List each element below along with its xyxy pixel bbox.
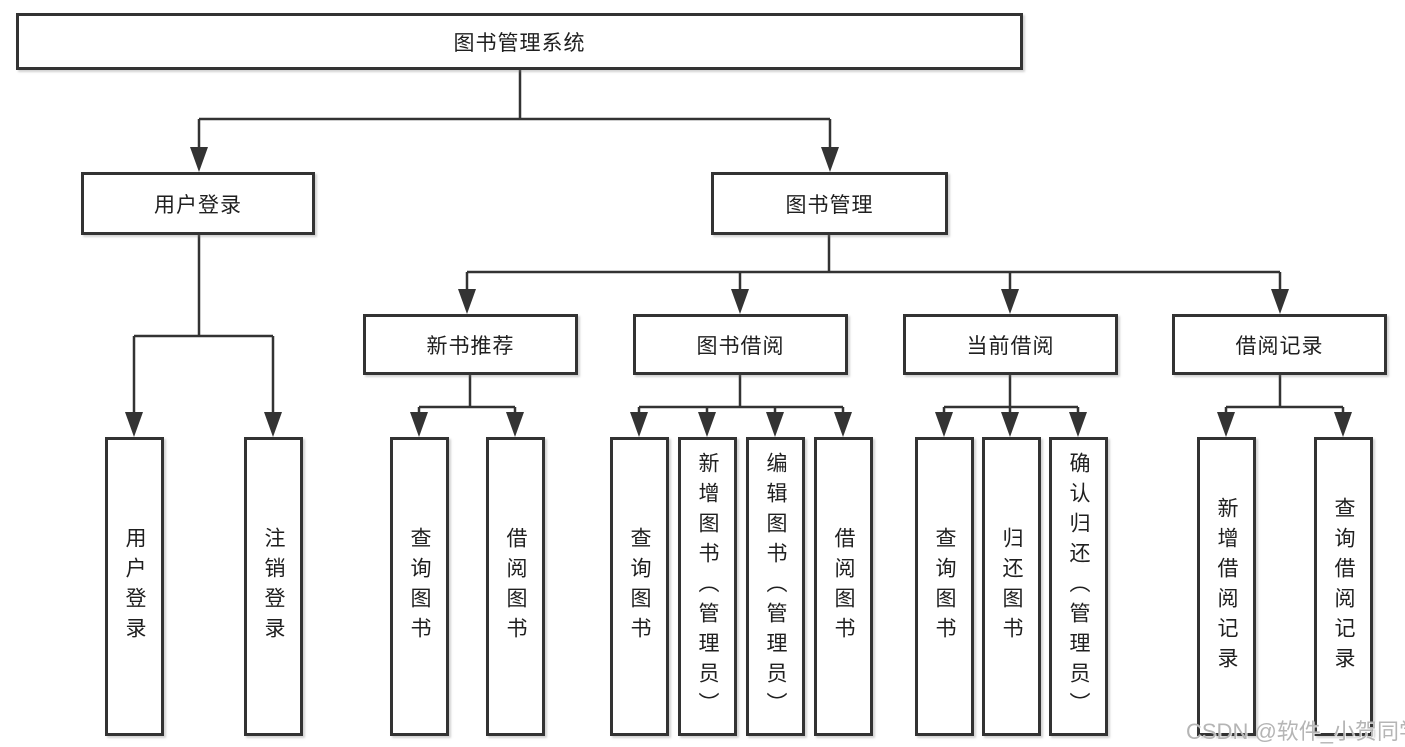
leaf-query-books-2: 查询图书 (610, 437, 669, 736)
leaf-query-borrow-record-label: 查询借阅记录 (1332, 496, 1355, 677)
leaf-add-book-admin-label: 新增图书（管理员） (696, 451, 719, 722)
node-root: 图书管理系统 (16, 13, 1023, 70)
leaf-borrow-books-2: 借阅图书 (814, 437, 873, 736)
leaf-user-login: 用户登录 (105, 437, 164, 736)
node-book-borrowing: 图书借阅 (633, 314, 848, 375)
node-new-book-recommend: 新书推荐 (363, 314, 578, 375)
leaf-query-books-1-label: 查询图书 (408, 526, 431, 647)
leaf-logout: 注销登录 (244, 437, 303, 736)
node-new-book-recommend-label: 新书推荐 (426, 334, 515, 358)
leaf-query-books-3-label: 查询图书 (933, 526, 956, 647)
node-book-management-label: 图书管理 (785, 193, 874, 217)
node-user-login-label: 用户登录 (154, 193, 242, 217)
node-root-label: 图书管理系统 (453, 31, 586, 55)
leaf-query-books-1: 查询图书 (390, 437, 449, 736)
leaf-logout-label: 注销登录 (262, 526, 285, 647)
leaf-query-books-2-label: 查询图书 (628, 526, 651, 647)
leaf-edit-book-admin: 编辑图书（管理员） (746, 437, 805, 736)
leaf-return-books-label: 归还图书 (1000, 526, 1023, 647)
leaf-user-login-label: 用户登录 (123, 526, 146, 647)
leaf-add-borrow-record-label: 新增借阅记录 (1215, 496, 1238, 677)
leaf-borrow-books-1-label: 借阅图书 (504, 526, 527, 647)
leaf-edit-book-admin-label: 编辑图书（管理员） (764, 451, 787, 722)
node-book-borrowing-label: 图书借阅 (696, 334, 785, 358)
node-user-login: 用户登录 (81, 172, 315, 235)
leaf-query-borrow-record: 查询借阅记录 (1314, 437, 1373, 736)
leaf-borrow-books-2-label: 借阅图书 (832, 526, 855, 647)
node-current-borrowing-label: 当前借阅 (966, 334, 1055, 358)
leaf-confirm-return-admin: 确认归还（管理员） (1049, 437, 1108, 736)
node-borrowing-records: 借阅记录 (1172, 314, 1387, 375)
leaf-query-books-3: 查询图书 (915, 437, 974, 736)
node-book-management: 图书管理 (711, 172, 948, 235)
leaf-borrow-books-1: 借阅图书 (486, 437, 545, 736)
leaf-add-book-admin: 新增图书（管理员） (678, 437, 737, 736)
node-current-borrowing: 当前借阅 (903, 314, 1118, 375)
leaf-add-borrow-record: 新增借阅记录 (1197, 437, 1256, 736)
leaf-return-books: 归还图书 (982, 437, 1041, 736)
csdn-watermark: CSDN @软件_小贺同学 (1186, 719, 1405, 744)
node-borrowing-records-label: 借阅记录 (1235, 334, 1324, 358)
leaf-confirm-return-admin-label: 确认归还（管理员） (1067, 451, 1090, 722)
